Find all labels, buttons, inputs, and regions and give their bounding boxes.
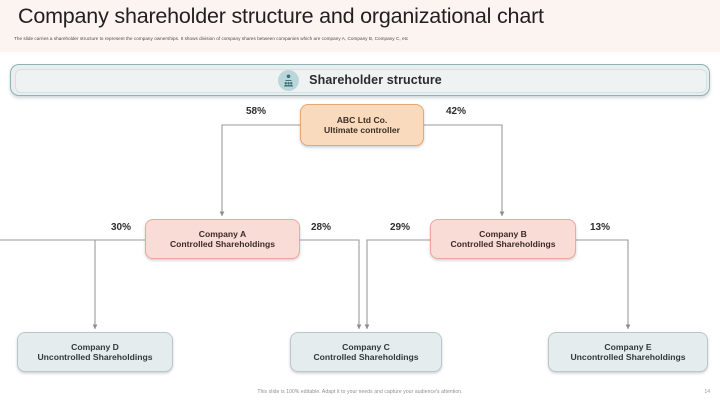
edge-label-company-b-to-company-c: 29% [390, 222, 411, 233]
node-line-2: Controlled Shareholdings [169, 239, 276, 249]
node-line-2: Uncontrolled Shareholdings [570, 352, 686, 362]
node-line-1: Company E [604, 341, 652, 352]
page-subtitle: The slide carries a shareholder structur… [14, 36, 409, 41]
node-company-a[interactable]: Company A Controlled Shareholdings [145, 219, 300, 259]
node-line-2: Ultimate controller [324, 125, 400, 135]
section-bar-content: Shareholder structure [10, 64, 710, 96]
footer-note: This slide is 100% editable. Adapt it to… [257, 389, 463, 395]
node-company-e[interactable]: Company E Uncontrolled Shareholdings [548, 332, 708, 372]
node-line-1: Company A [198, 228, 247, 239]
node-line-1: Company C [342, 341, 390, 352]
node-line-2: Uncontrolled Shareholdings [37, 352, 153, 362]
edge-label-abc-to-company-a: 58% [246, 106, 267, 117]
people-group-icon [278, 69, 300, 91]
node-company-b[interactable]: Company B Controlled Shareholdings [430, 219, 576, 259]
edge-label-company-a-to-company-c: 28% [311, 222, 332, 233]
section-bar-inner [15, 68, 707, 93]
section-bar [10, 64, 710, 96]
node-line-2: Controlled Shareholdings [450, 239, 556, 249]
node-company-c[interactable]: Company C Controlled Shareholdings [290, 332, 442, 372]
edge-label-company-a-to-company-d: 30% [111, 222, 132, 233]
node-line-1: ABC Ltd Co. [336, 114, 388, 125]
page-number: 14 [704, 389, 710, 395]
edge-label-abc-to-company-b: 42% [446, 106, 467, 117]
node-company-d[interactable]: Company D Uncontrolled Shareholdings [17, 332, 173, 372]
node-line-1: Company D [71, 341, 119, 352]
header-band [0, 0, 720, 52]
node-abc-ltd-co[interactable]: ABC Ltd Co. Ultimate controller [300, 104, 424, 146]
page-title: Company shareholder structure and organi… [18, 4, 544, 28]
section-title: Shareholder structure [309, 73, 442, 87]
node-line-2: Controlled Shareholdings [313, 352, 419, 362]
edge-label-company-b-to-company-e: 13% [590, 222, 611, 233]
node-line-1: Company B [479, 228, 527, 239]
